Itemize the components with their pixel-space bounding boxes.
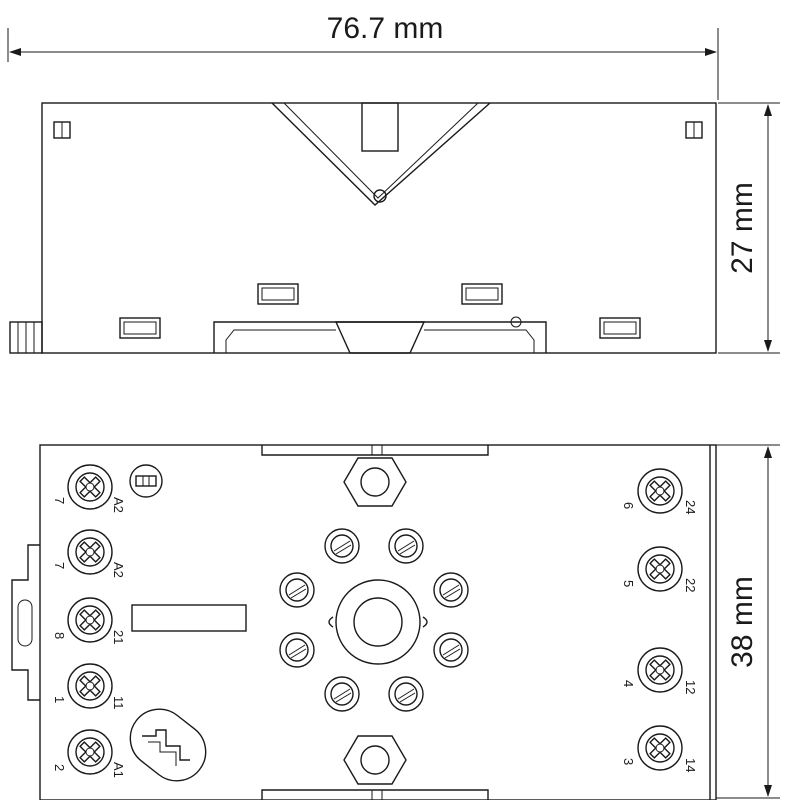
right-terminal-labels: 6 24 5 22 4 12 3 14: [621, 500, 698, 772]
terminal-label: 24: [683, 500, 698, 514]
terminal-label: 22: [683, 578, 698, 592]
terminal-label: 5: [621, 580, 636, 587]
bottom-rail-tab: [261, 789, 489, 800]
terminal-label: 1: [52, 696, 67, 703]
terminal-label: 11: [111, 696, 126, 710]
terminal-label: 14: [683, 758, 698, 772]
top-rail-tab: [261, 445, 489, 456]
terminal-label: 8: [52, 632, 67, 639]
rail-latch: [334, 321, 426, 354]
left-terminal-labels: 7 A2 7 A2 8 21 1 11 2 A1: [52, 497, 126, 778]
terminal-screw: [637, 725, 683, 771]
octal-socket: [328, 579, 428, 665]
hex-nut-bottom: [343, 735, 407, 785]
socket-pins: [279, 528, 469, 712]
width-dimension-label: 76.7 mm: [327, 12, 444, 45]
slot: [599, 317, 641, 339]
v-notch: [271, 102, 491, 206]
label-plate: [131, 604, 247, 632]
indicator-icon: [129, 464, 163, 498]
terminal-screw: [637, 546, 683, 592]
hex-nut-top: [343, 457, 407, 507]
terminal-screw: [637, 647, 683, 693]
terminal-label: A1: [111, 762, 126, 778]
slot: [119, 317, 161, 339]
terminal-label: 4: [621, 680, 636, 687]
release-lever: [129, 708, 207, 782]
terminal-label: A2: [111, 562, 126, 578]
terminal-screw: [67, 663, 113, 709]
terminal-label: 6: [621, 502, 636, 509]
terminal-label: 7: [52, 562, 67, 569]
din-rail-profile: [213, 321, 547, 353]
terminal-screw: [67, 464, 113, 510]
side-body-outline: [41, 102, 717, 354]
front-view: 7 A2 7 A2 8 21 1 11 2 A1 6 24 5 22 4 12 …: [11, 444, 780, 800]
height-dimension-label: 27 mm: [726, 182, 759, 274]
left-terminals: [67, 464, 113, 775]
terminal-label: 3: [621, 758, 636, 765]
front-body-outline: [39, 444, 717, 800]
terminal-label: 12: [683, 680, 698, 694]
slot: [257, 283, 299, 305]
depth-dimension-label: 38 mm: [726, 576, 759, 668]
terminal-screw: [637, 468, 683, 514]
terminal-screw: [67, 529, 113, 575]
slot: [461, 283, 503, 305]
notch-hole: [373, 189, 387, 203]
left-side-clip: [11, 544, 40, 701]
terminal-label: 21: [111, 630, 126, 644]
terminal-screw: [67, 597, 113, 643]
terminal-label: 2: [52, 764, 67, 771]
top-tab: [361, 102, 399, 152]
right-terminals: [637, 468, 683, 771]
terminal-label: A2: [111, 497, 126, 513]
terminal-screw: [67, 729, 113, 775]
side-view: 76.7 mm 27: [7, 12, 780, 354]
terminal-label: 7: [52, 497, 67, 504]
